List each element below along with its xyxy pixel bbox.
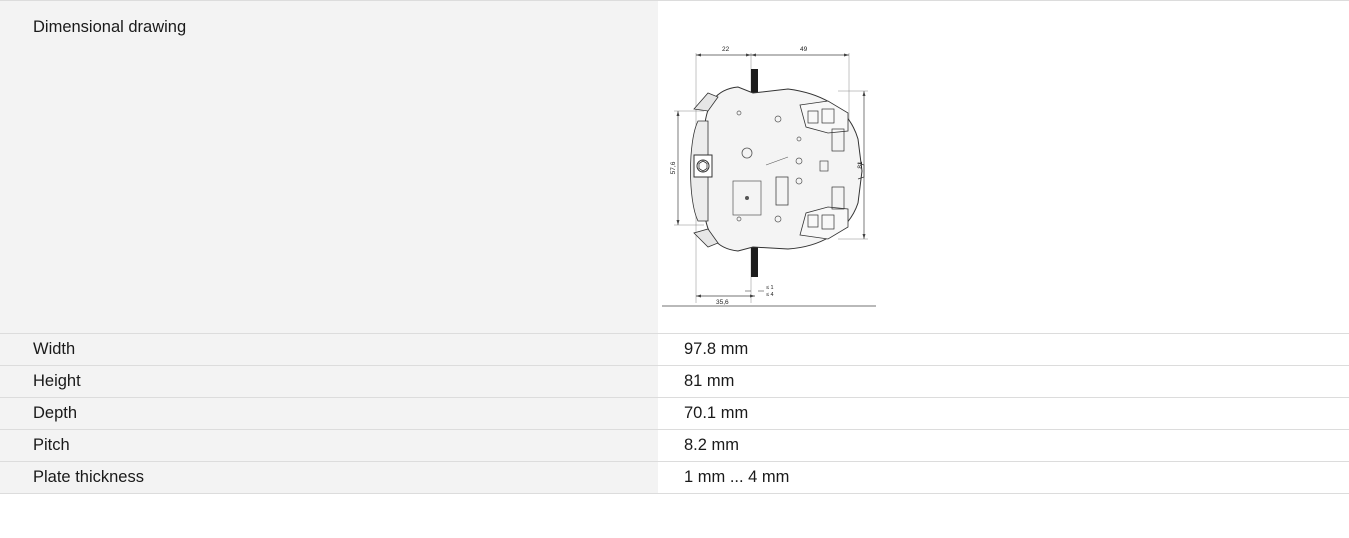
spec-value: 70.1 mm: [684, 404, 749, 422]
dimension-label-22: 22: [722, 46, 730, 53]
dimensional-drawing: 22 49: [658, 1, 1349, 333]
dimensional-drawing-label: Dimensional drawing: [0, 1, 658, 333]
dimensional-drawing-svg: 22 49: [662, 46, 876, 307]
spec-row-width: Width 97.8 mm: [0, 334, 1349, 366]
spec-row-depth: Depth 70.1 mm: [0, 398, 1349, 430]
dimension-label-35-6: 35,6: [716, 299, 729, 306]
spec-value: 81 mm: [684, 372, 735, 390]
spec-value: 8.2 mm: [684, 436, 740, 454]
plate-min-label: ≤ 1: [766, 285, 774, 291]
dimensional-drawing-row: Dimensional drawing 22 49: [0, 1, 1349, 334]
spec-label: Pitch: [0, 430, 658, 461]
spec-label: Width: [0, 334, 658, 365]
dimension-label-81: 81: [857, 161, 864, 169]
spec-row-plate-thickness: Plate thickness 1 mm ... 4 mm: [0, 462, 1349, 494]
spec-label: Plate thickness: [0, 462, 658, 493]
spec-value: 1 mm ... 4 mm: [684, 468, 790, 486]
spec-label: Depth: [0, 398, 658, 429]
spec-label: Height: [0, 366, 658, 397]
dimension-label-57-6: 57,6: [670, 161, 677, 174]
spec-table: Dimensional drawing 22 49: [0, 0, 1349, 494]
spec-row-pitch: Pitch 8.2 mm: [0, 430, 1349, 462]
spec-row-height: Height 81 mm: [0, 366, 1349, 398]
dimensional-drawing-cell: 22 49: [658, 1, 1349, 333]
dimension-label-49: 49: [800, 46, 808, 53]
plate-max-label: ≤ 4: [766, 292, 774, 298]
spec-value: 97.8 mm: [684, 340, 749, 358]
